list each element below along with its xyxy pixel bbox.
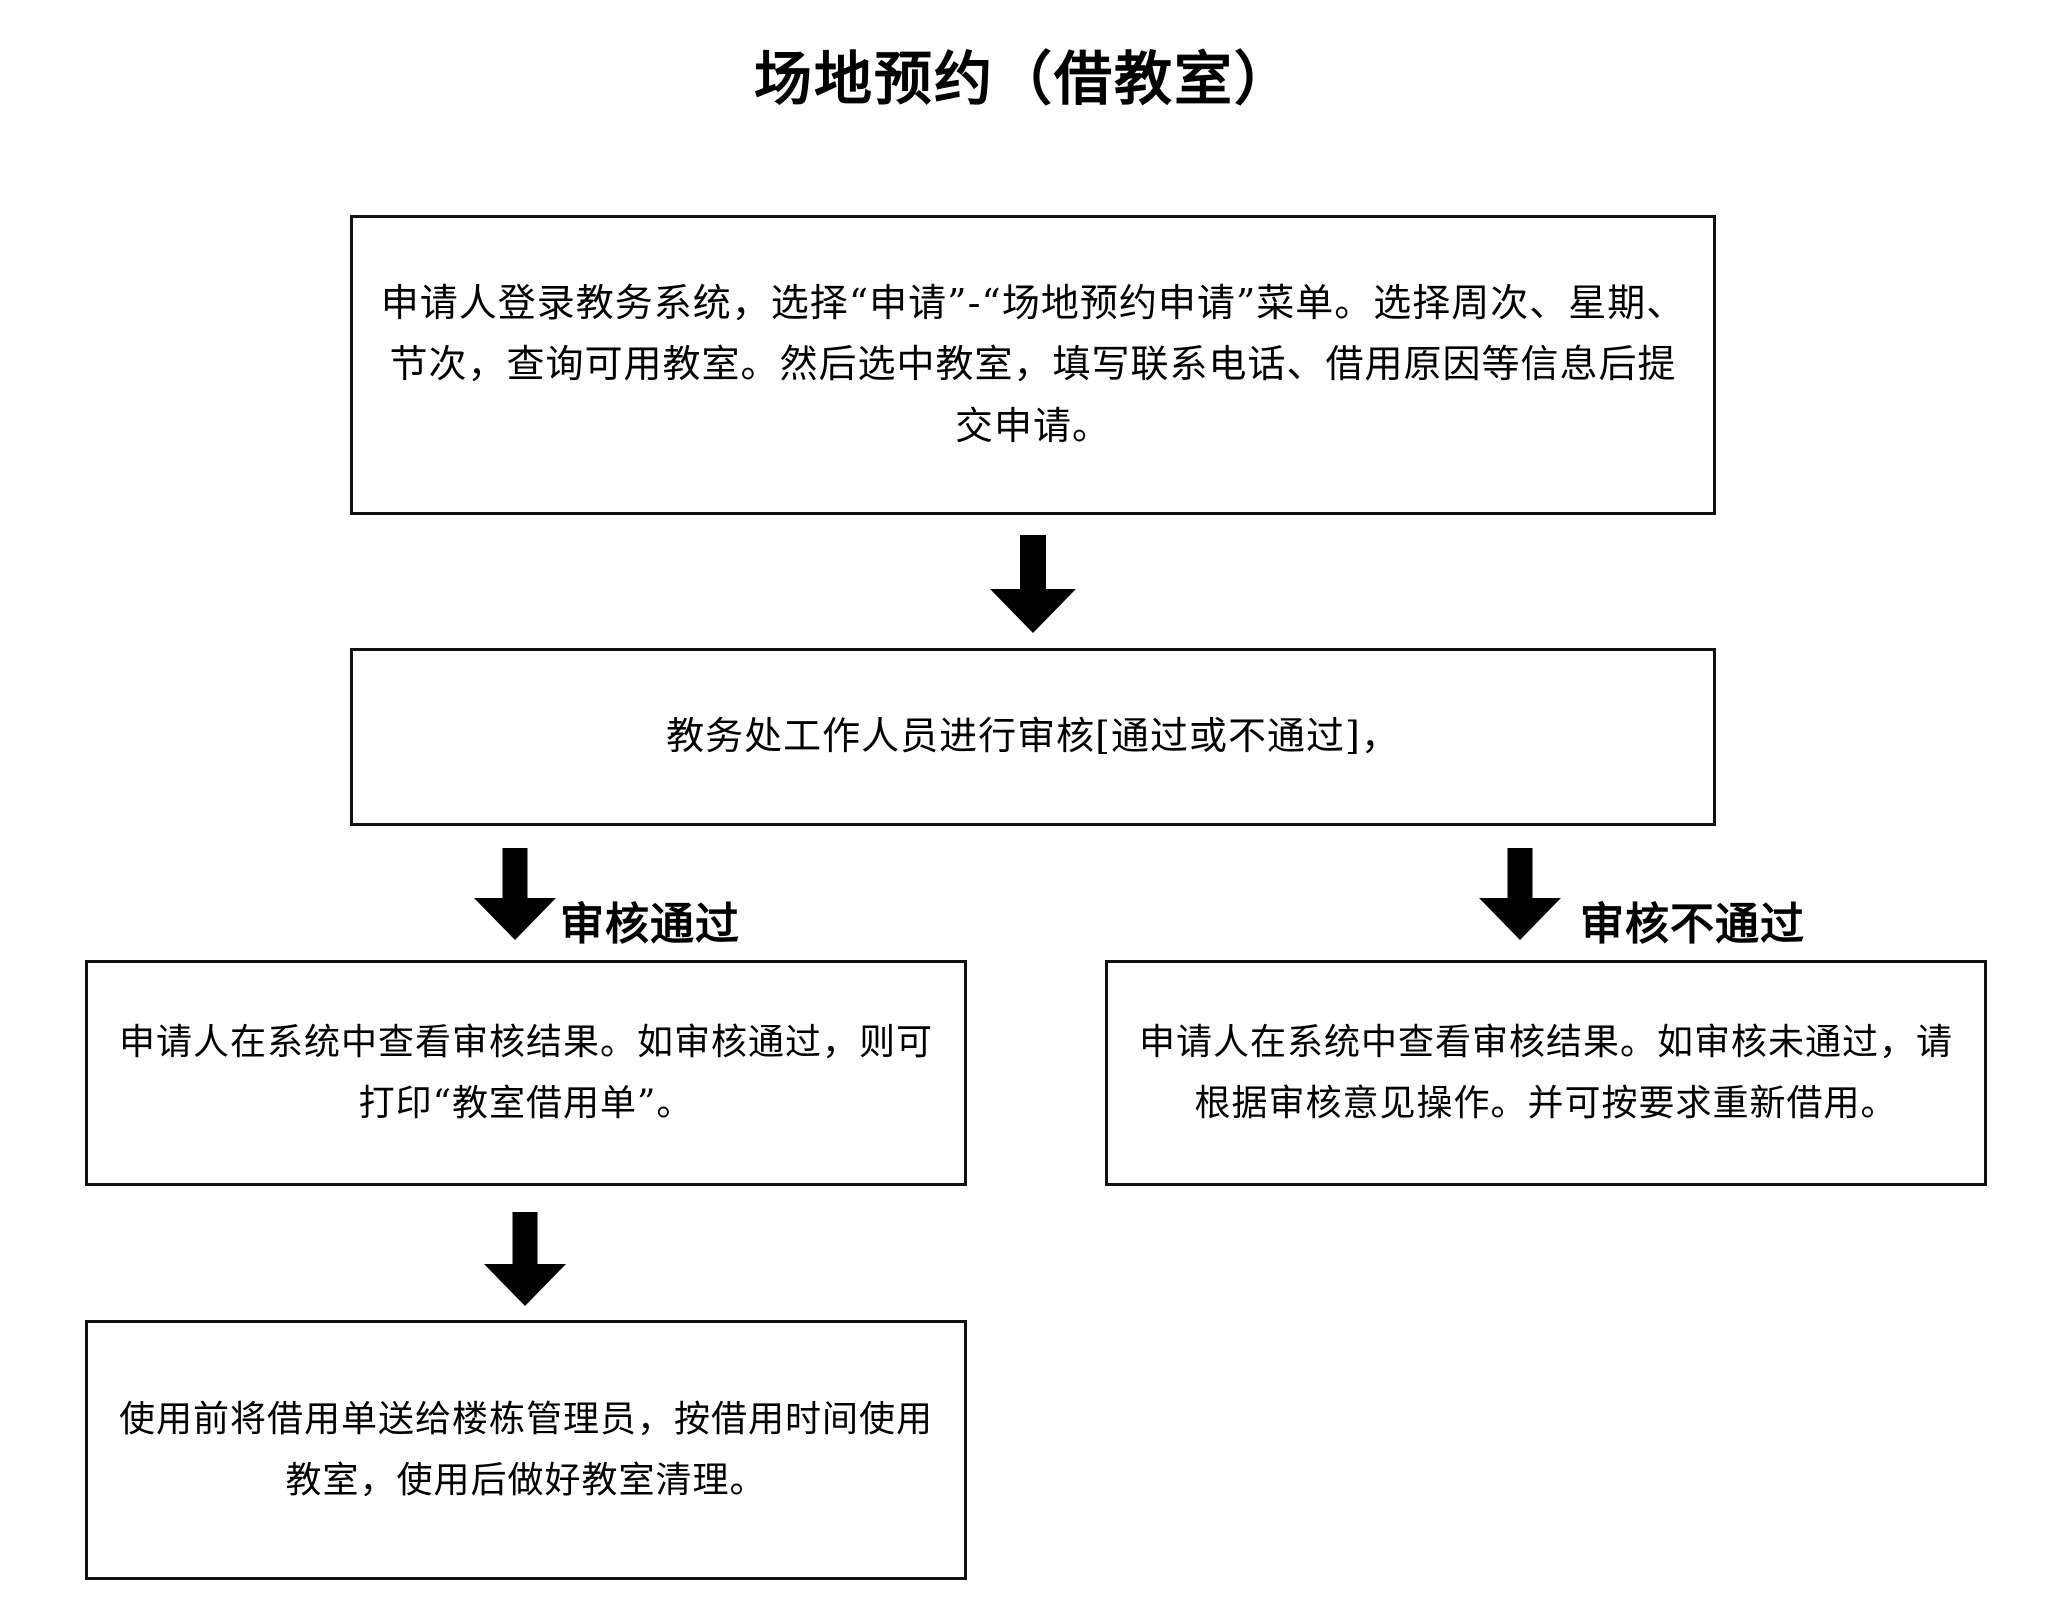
flow-node-review: 教务处工作人员进行审核[通过或不通过]， [350, 648, 1716, 826]
flow-node-rejected: 申请人在系统中查看审核结果。如审核未通过，请根据审核意见操作。并可按要求重新借用… [1105, 960, 1987, 1186]
arrow-down-passed-to-usage-icon [465, 1212, 585, 1306]
flow-node-rejected-text: 申请人在系统中查看审核结果。如审核未通过，请根据审核意见操作。并可按要求重新借用… [1138, 1021, 1953, 1124]
arrow-shaft [1507, 848, 1533, 902]
flow-node-apply-text: 申请人登录教务系统，选择“申请”-“场地预约申请”菜单。选择周次、星期、节次，查… [380, 280, 1686, 448]
arrow-head [1479, 898, 1561, 940]
flow-node-passed: 申请人在系统中查看审核结果。如审核通过，则可打印“教室借用单”。 [85, 960, 967, 1186]
arrow-down-apply-to-review-icon [968, 535, 1098, 633]
flow-node-usage: 使用前将借用单送给楼栋管理员，按借用时间使用教室，使用后做好教室清理。 [85, 1320, 967, 1580]
arrow-down-review-fail-icon [1460, 848, 1580, 940]
flow-node-review-text: 教务处工作人员进行审核[通过或不通过]， [666, 714, 1400, 759]
arrow-shaft [502, 848, 528, 902]
edge-label-review-pass: 审核通过 [560, 899, 740, 950]
arrow-head [474, 898, 556, 940]
page-title: 场地预约（借教室） [753, 45, 1294, 113]
flow-node-passed-text: 申请人在系统中查看审核结果。如审核通过，则可打印“教室借用单”。 [118, 1021, 933, 1124]
edge-label-review-fail: 审核不通过 [1580, 899, 1805, 950]
arrow-head [990, 589, 1076, 633]
arrow-head [484, 1264, 566, 1306]
arrow-down-review-pass-icon [455, 848, 575, 940]
arrow-shaft [512, 1212, 538, 1268]
flow-node-apply: 申请人登录教务系统，选择“申请”-“场地预约申请”菜单。选择周次、星期、节次，查… [350, 215, 1716, 515]
flow-node-usage-text: 使用前将借用单送给楼栋管理员，按借用时间使用教室，使用后做好教室清理。 [118, 1398, 933, 1501]
arrow-shaft [1020, 535, 1046, 593]
